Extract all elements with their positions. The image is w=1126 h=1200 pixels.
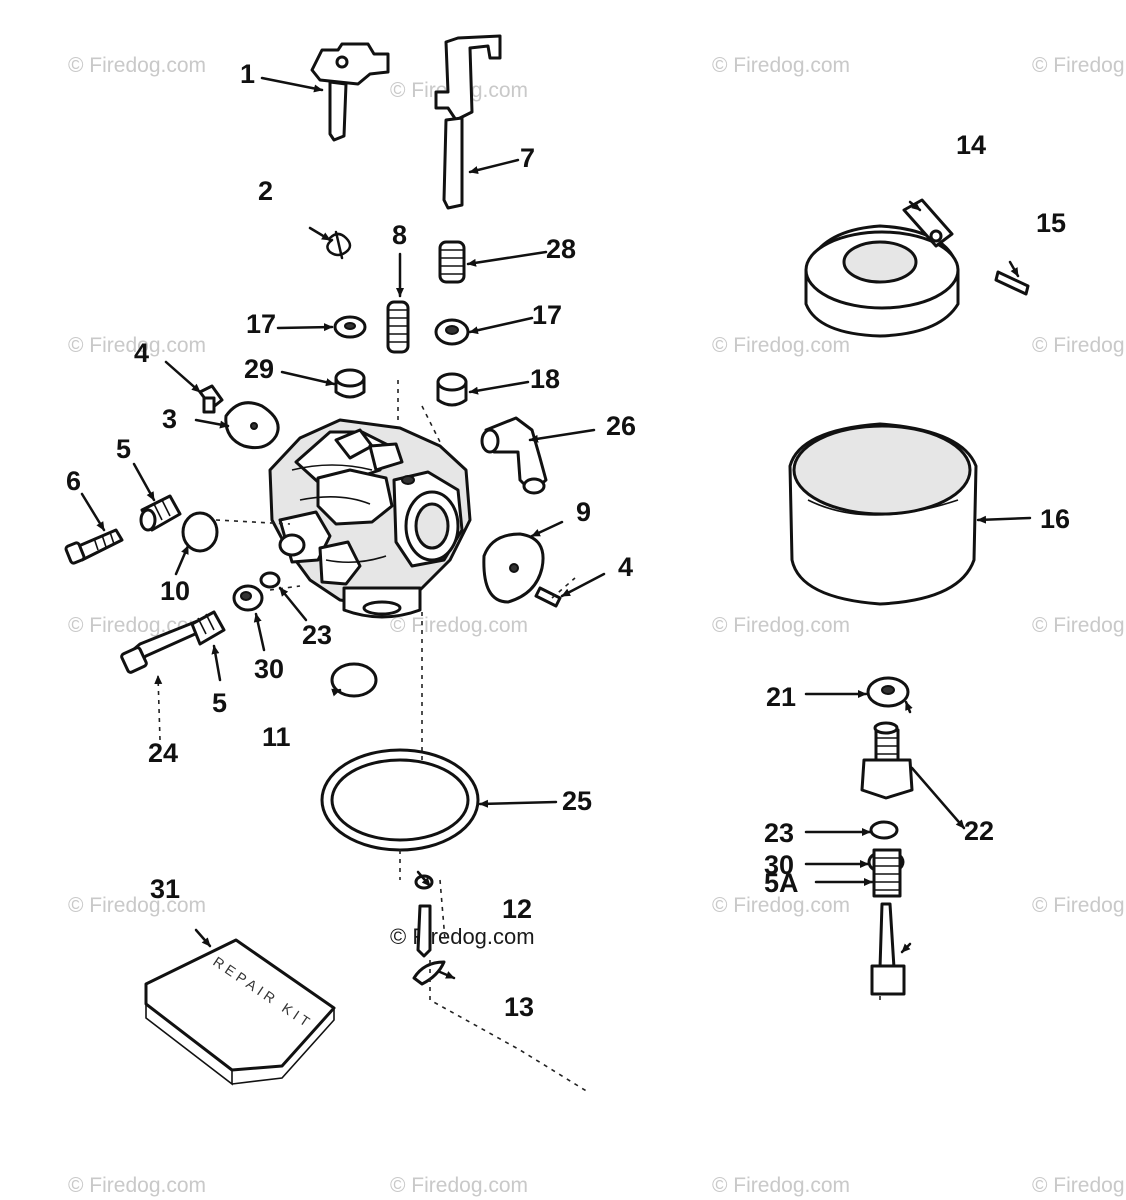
callout-5-upper: 5 — [116, 434, 131, 464]
assembly-lines — [215, 380, 881, 1093]
part-28-spring — [438, 240, 466, 284]
part-needle-right — [870, 902, 906, 996]
part-17-washer-left — [333, 315, 367, 339]
watermark: © Firedog.com — [712, 1174, 850, 1197]
part-11-welch-plug — [330, 662, 378, 698]
part-9-choke-plate — [482, 532, 545, 604]
part-18-bushing — [436, 372, 468, 407]
part-17-washer-right — [434, 318, 470, 346]
part-23-o-ring — [259, 571, 281, 589]
part-25-gasket — [320, 748, 480, 852]
part-2-spring — [326, 230, 352, 260]
callout-1: 1 — [240, 59, 255, 89]
callout-30-right: 30 — [764, 850, 794, 880]
part-13-clip — [412, 960, 446, 986]
watermark: © Firedog.com — [712, 894, 850, 917]
callout-4-right: 4 — [618, 552, 633, 582]
watermark: © Firedog.com — [1032, 1174, 1126, 1197]
watermark: © Firedog.com — [68, 334, 206, 357]
callout-12: 12 — [502, 894, 532, 924]
callout-18: 18 — [530, 364, 560, 394]
part-10-welch-plug — [181, 511, 219, 553]
watermark: © Firedog.com — [1032, 334, 1126, 357]
watermark: © Firedog.com — [1032, 894, 1126, 917]
callout-labels: 1 7 2 8 28 17 17 29 18 26 4 3 5 6 9 4 10… — [66, 59, 1070, 1022]
callout-11: 11 — [262, 722, 291, 752]
callout-5-lower: 5 — [212, 688, 227, 718]
part-21-nut — [866, 676, 910, 708]
callout-31: 31 — [150, 874, 180, 904]
watermark: © Firedog.com — [712, 614, 850, 637]
callout-26: 26 — [606, 411, 636, 441]
watermark: © Firedog.com — [712, 54, 850, 77]
watermark: © Firedog.com — [1032, 54, 1126, 77]
part-23-o-ring-right — [869, 820, 899, 840]
part-4-screw-right — [534, 586, 562, 608]
part-26-fuel-elbow — [480, 416, 548, 495]
callout-2: 2 — [258, 176, 273, 206]
watermark: © Firedog.com — [390, 614, 528, 637]
callout-17-left: 17 — [246, 309, 276, 339]
part-5-spring-lower — [190, 610, 226, 646]
callout-3: 3 — [162, 404, 177, 434]
callout-29: 29 — [244, 354, 274, 384]
watermark: © Firedog.com — [68, 894, 206, 917]
part-14-float — [804, 198, 960, 338]
callout-7: 7 — [520, 143, 535, 173]
callout-21: 21 — [766, 682, 796, 712]
part-29-bushing — [334, 368, 366, 399]
part-7-throttle-shaft — [434, 34, 502, 210]
watermark: © Firedog.com — [1032, 614, 1126, 637]
part-3-throttle-plate — [224, 401, 280, 450]
leader-arrows — [80, 76, 1032, 980]
watermark: © Firedog.com — [712, 334, 850, 357]
callout-15: 15 — [1036, 208, 1066, 238]
callout-14: 14 — [956, 130, 986, 160]
watermark-layer: © Firedog.com © Firedog.com © Firedog.co… — [68, 54, 1126, 1197]
part-4-screw-top — [198, 384, 224, 414]
callout-24: 24 — [148, 738, 178, 768]
callout-25: 25 — [562, 786, 592, 816]
part-6-idle-screw — [64, 528, 124, 565]
callout-17-right: 17 — [532, 300, 562, 330]
part-30-washer — [232, 584, 264, 612]
watermark: © Firedog.com — [68, 54, 206, 77]
part-8-spring — [386, 300, 410, 354]
part-16-float-bowl — [788, 422, 978, 606]
callout-23-right: 23 — [764, 818, 794, 848]
watermark-dark: © Firedog.com — [390, 924, 535, 949]
callout-30-left: 30 — [254, 654, 284, 684]
callout-4-top: 4 — [134, 338, 149, 368]
callout-16: 16 — [1040, 504, 1070, 534]
callout-8: 8 — [392, 220, 407, 250]
callout-5A: 5A — [764, 868, 799, 898]
callout-23-left: 23 — [302, 620, 332, 650]
part-15-float-pin — [994, 270, 1030, 296]
watermark: © Firedog.com — [68, 1174, 206, 1197]
callout-28: 28 — [546, 234, 576, 264]
callout-13: 13 — [504, 992, 534, 1022]
part-22-bowl-nut — [860, 721, 914, 800]
carburetor-body — [268, 418, 472, 619]
part-1-throttle-lever — [310, 42, 390, 142]
watermark: © Firedog.com — [390, 1174, 528, 1197]
part-12-float-pin — [414, 874, 434, 958]
callout-9: 9 — [576, 497, 591, 527]
callout-6: 6 — [66, 466, 81, 496]
callout-10: 10 — [160, 576, 190, 606]
part-5-spring-upper — [139, 494, 182, 532]
callout-22: 22 — [964, 816, 994, 846]
part-31-repair-kit: REPAIR KIT — [144, 938, 336, 1086]
part-5A-spring — [872, 848, 902, 898]
